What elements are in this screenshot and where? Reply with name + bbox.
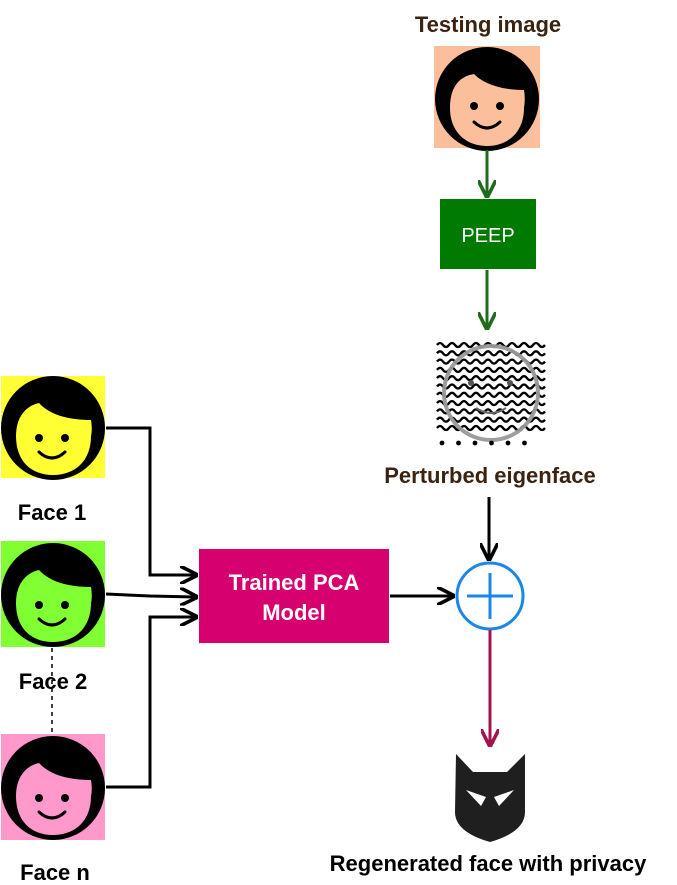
perturbed-eigenface-icon bbox=[436, 341, 546, 446]
pca-label-line-2: Model bbox=[262, 600, 326, 625]
face-2-icon bbox=[1, 541, 105, 647]
perturbed-eigenface-label: Perturbed eigenface bbox=[384, 463, 596, 488]
trained-pca-model-box: Trained PCA Model bbox=[199, 549, 389, 643]
testing-face-icon bbox=[434, 46, 540, 151]
peep-box: PEEP bbox=[440, 199, 536, 269]
arrow-facen-to-pca bbox=[106, 617, 195, 789]
plus-circle-icon bbox=[455, 561, 525, 631]
mask-icon bbox=[455, 754, 525, 842]
face-2-label: Face 2 bbox=[19, 669, 88, 694]
face-n-label: Face n bbox=[20, 860, 90, 885]
peep-label: PEEP bbox=[461, 225, 514, 247]
arrow-face2-to-pca bbox=[105, 594, 195, 597]
arrow-face1-to-pca bbox=[106, 426, 195, 575]
face-1-label: Face 1 bbox=[18, 500, 87, 525]
testing-image-label: Testing image bbox=[415, 12, 561, 37]
face-n-icon bbox=[1, 734, 105, 840]
output-label: Regenerated face with privacy bbox=[330, 851, 647, 876]
pca-label-line-1: Trained PCA bbox=[229, 570, 360, 595]
face-1-icon bbox=[1, 376, 105, 480]
